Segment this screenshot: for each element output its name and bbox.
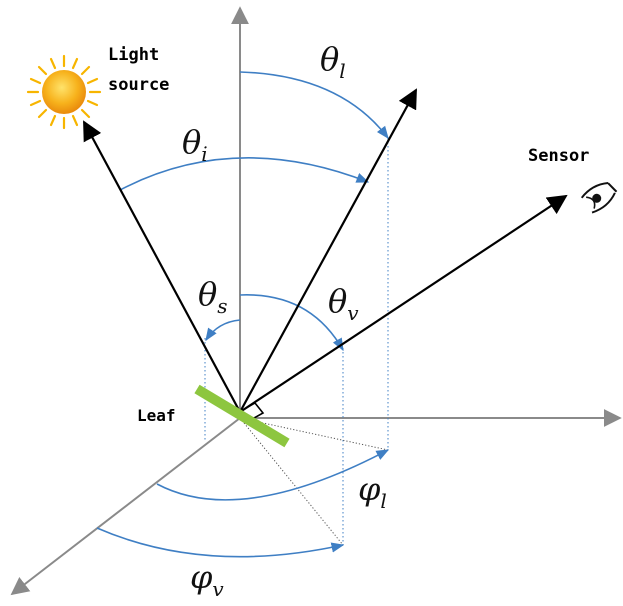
phi-l-label: φl — [358, 470, 387, 513]
angle-arcs — [96, 71, 390, 558]
theta-l-label: θl — [320, 40, 346, 83]
phi-v-arc — [96, 527, 345, 558]
phi-l-arc — [156, 449, 390, 501]
text-labels: Light source Sensor Leaf θl θi θs θv φl … — [108, 40, 589, 601]
theta-l-arc — [239, 71, 389, 140]
light-source-label-line2: source — [108, 75, 169, 95]
axes — [10, 6, 622, 596]
theta-s-arc — [205, 319, 241, 342]
right-angle-mark — [245, 401, 265, 419]
projection-lines — [204, 138, 389, 545]
incident-ray — [83, 120, 241, 413]
view-ray — [239, 194, 568, 413]
sensor-label: Sensor — [528, 146, 589, 166]
theta-i-arc — [119, 157, 370, 191]
specular-reflection-ray — [239, 88, 417, 413]
phi-v-label: φv — [190, 558, 224, 601]
light-source-label-line1: Light — [108, 45, 159, 65]
eye-icon — [580, 182, 618, 214]
leaf-label: Leaf — [137, 406, 176, 425]
theta-v-arc — [239, 294, 344, 352]
theta-s-label: θs — [198, 275, 228, 318]
theta-i-label: θi — [182, 123, 208, 166]
sun-icon — [26, 54, 102, 130]
sensor-ground-projection — [239, 417, 344, 546]
depth-axis — [10, 417, 241, 596]
leaf-surface — [194, 384, 290, 448]
rays — [83, 88, 568, 413]
theta-v-label: θv — [328, 282, 359, 325]
